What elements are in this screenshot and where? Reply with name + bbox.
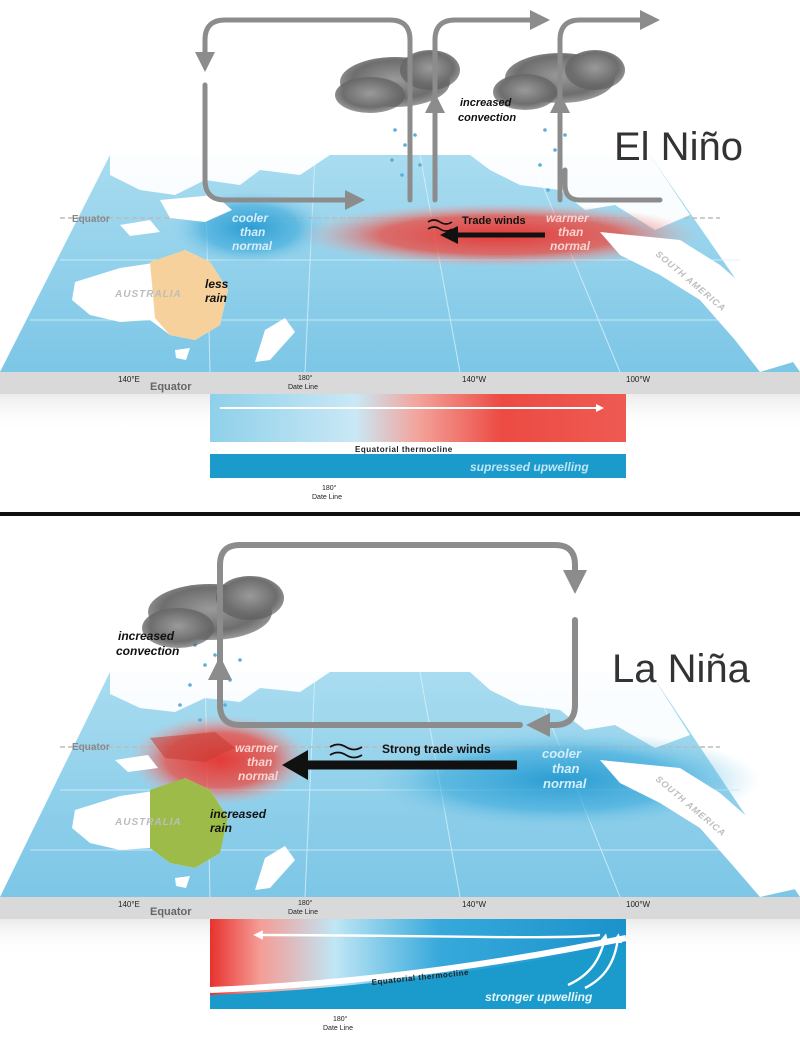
upwelling-arrow: [584, 933, 623, 990]
lon-label: 140°E: [118, 900, 140, 909]
asia-land: [110, 155, 330, 195]
wind-icon: [329, 743, 363, 759]
lon-label: 180°: [298, 374, 313, 382]
cool-anomaly: [360, 730, 760, 830]
equator-slab-label: Equator: [150, 381, 192, 393]
trade-winds-label: Strong trade winds: [382, 742, 491, 756]
lon-label: 100°W: [626, 375, 651, 384]
indonesia-land: [160, 195, 232, 222]
cloud-icon: [335, 50, 460, 113]
cooler-than-normal-label: than: [240, 225, 265, 239]
bottom-lon-label: 180°: [333, 1015, 348, 1023]
increased-rain-label: increased: [210, 807, 267, 821]
lon-label: 140°W: [462, 375, 487, 384]
lon-label: 140°W: [462, 900, 487, 909]
lon-label: 140°E: [118, 375, 140, 384]
bottom-date-line-label: Date Line: [312, 494, 342, 501]
trade-winds-label: Trade winds: [462, 215, 526, 227]
el-nino-panel: El Niño increased convection cooler than…: [0, 10, 800, 501]
cloud-icon: [142, 576, 284, 648]
cross-section-upper: [210, 394, 626, 442]
tasmania-land: [175, 876, 190, 888]
less-rain-label: less: [205, 277, 229, 291]
panel-divider: [0, 512, 800, 516]
equator-label: Equator: [72, 214, 110, 225]
convection-label: convection: [458, 112, 516, 124]
convection-label: increased: [460, 97, 512, 109]
thermocline-band: [210, 944, 626, 1009]
cooler-than-normal-label: cooler: [232, 211, 269, 225]
less-rain-label: rain: [205, 291, 227, 305]
australia-dry-region: [150, 250, 228, 340]
trade-wind-arrowhead: [440, 226, 458, 244]
north-america-land: [470, 672, 690, 748]
la-nina-title: La Niña: [612, 647, 751, 691]
convection-label: increased: [118, 629, 175, 643]
warmer-than-normal-label: than: [247, 755, 272, 769]
thermocline-gap: [210, 442, 626, 454]
warmer-than-normal-label: normal: [238, 769, 279, 783]
new-zealand-land: [255, 318, 295, 362]
cooler-than-normal-label: normal: [232, 239, 273, 253]
thermocline-band: [210, 454, 626, 478]
equator-slab-label: Equator: [150, 906, 192, 918]
warmer-than-normal-label: than: [558, 225, 583, 239]
equator-slab: [0, 897, 800, 919]
australia-wet-region: [150, 778, 228, 868]
circulation-arrows: [195, 10, 663, 210]
island: [120, 220, 160, 236]
wind-icon: [427, 219, 453, 232]
cooler-than-normal-label: cooler: [542, 746, 582, 761]
upwelling-label: stronger upwelling: [485, 990, 593, 1004]
bottom-date-line-label: Date Line: [323, 1025, 353, 1032]
la-nina-panel: La Niña increased convection warmer than…: [0, 542, 800, 1032]
warmer-than-normal-label: warmer: [546, 211, 590, 225]
australia-label: AUSTRALIA: [114, 817, 182, 828]
surface-current-arrow: [253, 930, 601, 940]
increased-rain-label: rain: [210, 821, 232, 835]
upwelling-label: supressed upwelling: [470, 460, 589, 474]
south-america-land: [600, 760, 800, 897]
convection-label: convection: [116, 644, 179, 658]
el-nino-title: El Niño: [614, 125, 743, 169]
thermocline-label: Equatorial thermocline: [355, 445, 453, 454]
new-zealand-land: [255, 846, 295, 890]
south-america-land: [600, 232, 800, 372]
cooler-than-normal-label: normal: [543, 776, 587, 791]
tasmania-land: [175, 348, 190, 360]
island: [115, 755, 158, 772]
indonesia-land: [150, 732, 235, 762]
date-line-label: Date Line: [288, 384, 318, 391]
lon-label: 100°W: [626, 900, 651, 909]
bottom-lon-label: 180°: [322, 484, 337, 492]
warmer-than-normal-label: normal: [550, 239, 591, 253]
cooler-than-normal-label: than: [552, 761, 580, 776]
north-america-land: [470, 155, 690, 230]
warmer-than-normal-label: warmer: [235, 741, 279, 755]
equator-label: Equator: [72, 742, 110, 753]
australia-label: AUSTRALIA: [114, 289, 182, 300]
equator-slab: [0, 372, 800, 394]
lon-label: 180°: [298, 899, 313, 907]
date-line-label: Date Line: [288, 909, 318, 916]
upwelling-arrow: [567, 933, 609, 987]
circulation-arrows: [208, 542, 587, 737]
trade-wind-arrowhead: [282, 750, 308, 780]
thermocline-gap: [209, 935, 627, 993]
